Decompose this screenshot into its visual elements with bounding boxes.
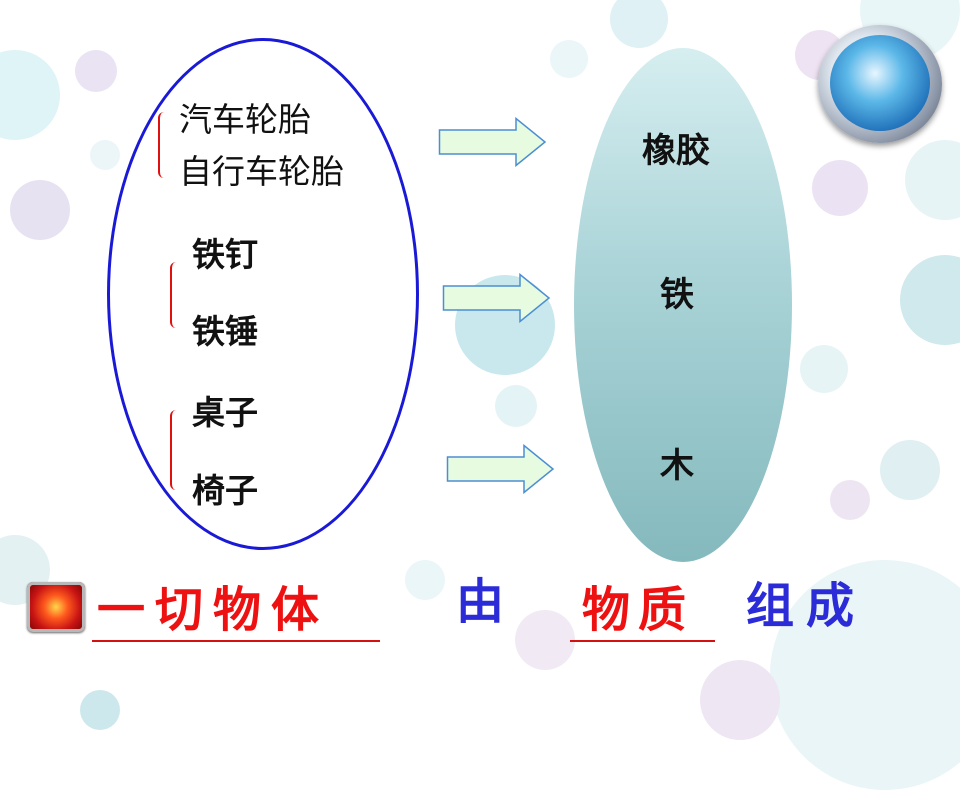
arrow-right-icon (442, 273, 551, 323)
conclusion-matter: 物质 (582, 582, 695, 638)
group3-item2: 椅子 (192, 471, 258, 510)
group2-item2: 铁锤 (192, 312, 258, 351)
underline-all-objects (92, 640, 380, 642)
group1-item1: 汽车轮胎 (179, 100, 311, 139)
group2-brace (170, 262, 186, 328)
conclusion-composed: 组成 (746, 578, 867, 634)
group3-item1: 桌子 (192, 393, 258, 432)
group2-item1: 铁钉 (192, 235, 258, 274)
arrow-right-icon (438, 117, 547, 167)
group1-item2: 自行车轮胎 (179, 152, 344, 191)
conclusion-all-objects: 一切物体 (97, 582, 330, 638)
group3-brace (170, 410, 186, 490)
material-rubber: 橡胶 (642, 131, 710, 171)
globe-icon (818, 25, 942, 143)
bullet-icon (27, 582, 85, 632)
objects-ellipse (107, 38, 419, 550)
conclusion-by: 由 (456, 574, 505, 630)
group1-brace (158, 112, 174, 178)
materials-ellipse (574, 48, 792, 562)
underline-matter (570, 640, 715, 642)
material-wood: 木 (660, 446, 694, 486)
material-iron: 铁 (660, 275, 694, 315)
arrow-right-icon (446, 444, 555, 494)
